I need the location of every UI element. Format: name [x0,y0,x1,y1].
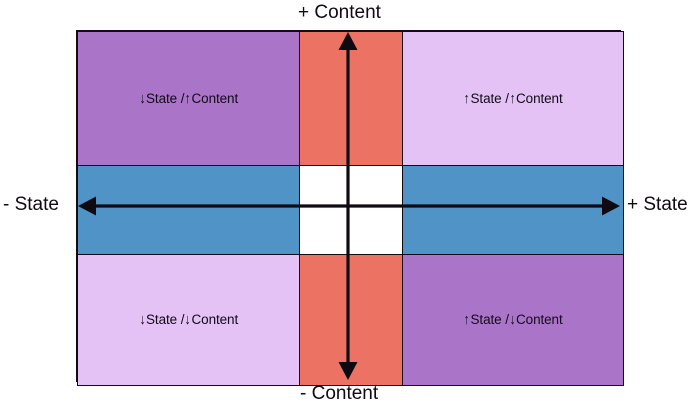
axis-label-negative-state: - State [3,194,59,215]
quadrant-top-left-state-word: State [146,90,178,106]
horizontal-band-right-segment [402,165,624,255]
axes-intersection-cell [299,165,403,255]
down-arrow-icon: ↓ [139,90,146,107]
axis-label-negative-content: - Content [300,383,379,404]
down-arrow-icon: ↓ [184,312,191,328]
quadrant-top-right-state-word: State [470,90,502,106]
quadrant-bottom-left-state-word: State [146,312,178,327]
up-arrow-icon: ↑ [463,90,470,107]
quadrant-bottom-left-label: ↓State /↓Content [139,312,238,328]
quadrant-top-left: ↓State /↑Content [77,31,300,166]
quadrant-top-right-content-word: Content [516,90,563,106]
up-arrow-icon: ↑ [463,312,470,328]
quadrant-top-right: ↑State /↑Content [402,31,624,166]
down-arrow-icon: ↓ [139,312,146,328]
quadrant-bottom-left-content-word: Content [191,312,239,327]
up-arrow-icon: ↑ [184,90,191,107]
vertical-band-top-segment [299,31,403,166]
quadrant-bottom-left: ↓State /↓Content [77,254,300,386]
quadrant-top-left-label: ↓State /↑Content [139,91,238,107]
quadrant-bottom-left-separator: / [177,312,185,327]
quadrant-top-left-content-word: Content [191,90,239,106]
quadrant-bottom-right-content-word: Content [516,312,563,327]
quadrant-top-left-separator: / [177,90,185,106]
down-arrow-icon: ↓ [509,312,516,328]
quadrant-matrix-frame: ↓State /↑Content ↑State /↑Content ↓State… [76,30,624,386]
horizontal-band-left-segment [77,165,300,255]
quadrant-bottom-right-separator: / [501,312,509,327]
quadrant-bottom-right: ↑State /↓Content [402,254,624,386]
axis-label-positive-content: + Content [298,2,381,23]
axis-label-positive-state: + State [627,194,688,215]
quadrant-bottom-right-state-word: State [470,312,502,327]
quadrant-top-right-separator: / [501,90,509,106]
vertical-band-bottom-segment [299,254,403,386]
quadrant-top-right-label: ↑State /↑Content [463,90,563,107]
up-arrow-icon: ↑ [509,90,516,107]
quadrant-bottom-right-label: ↑State /↓Content [463,312,563,328]
